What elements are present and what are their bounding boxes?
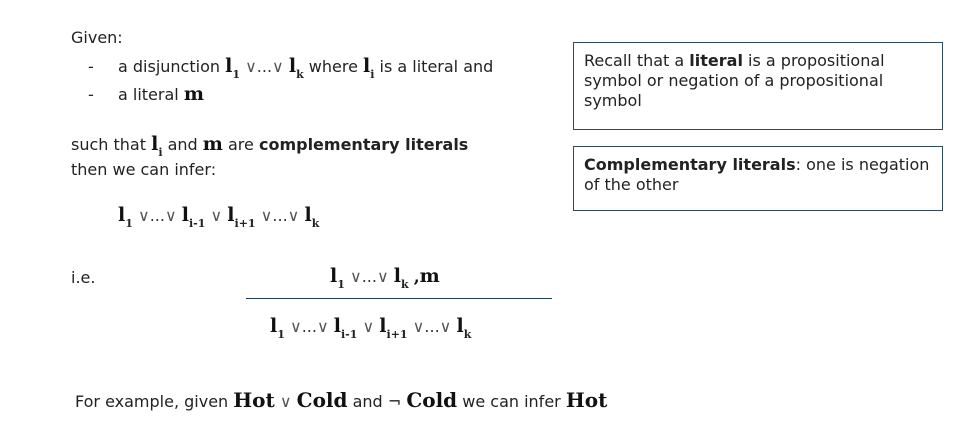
subscript: 1 bbox=[232, 68, 240, 81]
or-symbol: ∨ bbox=[439, 317, 452, 336]
example-text: For example, given bbox=[75, 392, 229, 411]
box-text: is a propositional symbol or negation of… bbox=[584, 51, 885, 110]
bullet-text: a disjunction bbox=[118, 57, 220, 76]
symbol-hot: Hot bbox=[565, 388, 608, 412]
box-text: : one is negation of the other bbox=[584, 155, 930, 194]
such-that-text: are bbox=[228, 135, 254, 154]
or-symbol: ∨ bbox=[362, 317, 375, 336]
literal-l: l bbox=[330, 265, 338, 287]
or-symbol: ∨ bbox=[316, 317, 329, 336]
or-symbol: ∨ bbox=[412, 317, 425, 336]
symbol-cold: Cold bbox=[406, 388, 458, 412]
literal-l: l bbox=[304, 204, 312, 226]
subscript: i+1 bbox=[234, 217, 256, 230]
literal-l: l bbox=[181, 204, 189, 226]
or-symbol: ∨ bbox=[287, 206, 300, 225]
such-that-text: and bbox=[167, 135, 198, 154]
literal-l: l bbox=[333, 315, 341, 337]
literal-l: l bbox=[393, 265, 401, 287]
or-symbol: ∨ bbox=[164, 206, 177, 225]
ellipsis: ... bbox=[272, 206, 288, 225]
complementary-definition-box: Complementary literals: one is negation … bbox=[573, 146, 943, 211]
or-symbol: ∨ bbox=[260, 206, 273, 225]
ellipsis: ... bbox=[361, 267, 377, 286]
subscript: k bbox=[400, 278, 409, 291]
subscript: i-1 bbox=[340, 328, 358, 341]
complementary-literals-term: Complementary literals bbox=[584, 155, 796, 174]
literal-l: l bbox=[270, 315, 278, 337]
resolvent-formula: l1 ∨...∨ li-1 ∨ li+1 ∨...∨ lk bbox=[118, 201, 319, 238]
or-symbol: ∨ bbox=[349, 267, 362, 286]
literal-l: l bbox=[288, 55, 297, 77]
subscript: i bbox=[370, 68, 375, 81]
ie-label: i.e. bbox=[71, 268, 96, 287]
example-line: For example, given Hot ∨ Cold and ¬ Cold… bbox=[75, 386, 607, 416]
ellipsis: ... bbox=[301, 317, 317, 336]
subscript: 1 bbox=[125, 217, 133, 230]
rule-premises: l1 ∨...∨ lk ,m bbox=[330, 262, 440, 299]
or-symbol: ∨ bbox=[210, 206, 223, 225]
symbol-hot: Hot bbox=[233, 388, 275, 412]
literal-m: m bbox=[202, 133, 223, 155]
such-that-text: such that bbox=[71, 135, 146, 154]
negation-symbol: ¬ bbox=[387, 392, 402, 411]
subscript: k bbox=[463, 328, 472, 341]
complementary-literals-term: complementary literals bbox=[258, 135, 469, 154]
ellipsis: ... bbox=[424, 317, 440, 336]
box-text: Recall that a bbox=[584, 51, 685, 70]
subscript: 1 bbox=[337, 278, 345, 291]
rule-conclusion: l1 ∨...∨ li-1 ∨ li+1 ∨...∨ lk bbox=[270, 312, 471, 349]
literal-l: l bbox=[363, 55, 371, 77]
or-symbol: ∨ bbox=[376, 267, 389, 286]
literal-l: l bbox=[118, 204, 126, 226]
literal-definition-box: Recall that a literal is a propositional… bbox=[573, 42, 943, 130]
bullet-dash: - bbox=[88, 57, 94, 76]
bullet-text: where bbox=[308, 57, 358, 76]
ellipsis: ... bbox=[256, 57, 273, 76]
bullet-text: a literal bbox=[118, 85, 179, 104]
infer-line: then we can infer: bbox=[71, 160, 217, 179]
subscript: k bbox=[311, 217, 320, 230]
given-label: Given: bbox=[71, 28, 123, 47]
subscript: k bbox=[296, 68, 304, 81]
or-symbol: ∨ bbox=[137, 206, 150, 225]
bullet-text: is a literal and bbox=[379, 57, 494, 76]
literal-l: l bbox=[225, 55, 233, 77]
subscript: i bbox=[158, 146, 163, 159]
subscript: i+1 bbox=[386, 328, 408, 341]
literal-l: l bbox=[456, 315, 464, 337]
or-symbol: ∨ bbox=[279, 392, 292, 411]
bullet-disjunction: -a disjunction l1 ∨...∨ lk where li is a… bbox=[88, 54, 493, 87]
or-symbol: ∨ bbox=[245, 57, 257, 76]
example-text: and bbox=[352, 392, 383, 411]
bullet-literal: - a literal m bbox=[88, 82, 204, 107]
literal-m: m bbox=[419, 265, 440, 287]
symbol-cold: Cold bbox=[296, 388, 348, 412]
example-text: we can infer bbox=[462, 392, 561, 411]
bullet-dash: - bbox=[88, 85, 94, 104]
inference-line bbox=[246, 298, 552, 299]
or-symbol: ∨ bbox=[272, 57, 284, 76]
literal-term: literal bbox=[689, 51, 743, 70]
or-symbol: ∨ bbox=[289, 317, 302, 336]
literal-l: l bbox=[379, 315, 387, 337]
such-that-line: such that li and m are complementary lit… bbox=[71, 132, 468, 165]
subscript: 1 bbox=[277, 328, 285, 341]
literal-m: m bbox=[183, 83, 204, 105]
literal-l: l bbox=[227, 204, 235, 226]
comma: , bbox=[413, 267, 420, 287]
subscript: i-1 bbox=[188, 217, 206, 230]
literal-l: l bbox=[151, 133, 159, 155]
ellipsis: ... bbox=[149, 206, 165, 225]
